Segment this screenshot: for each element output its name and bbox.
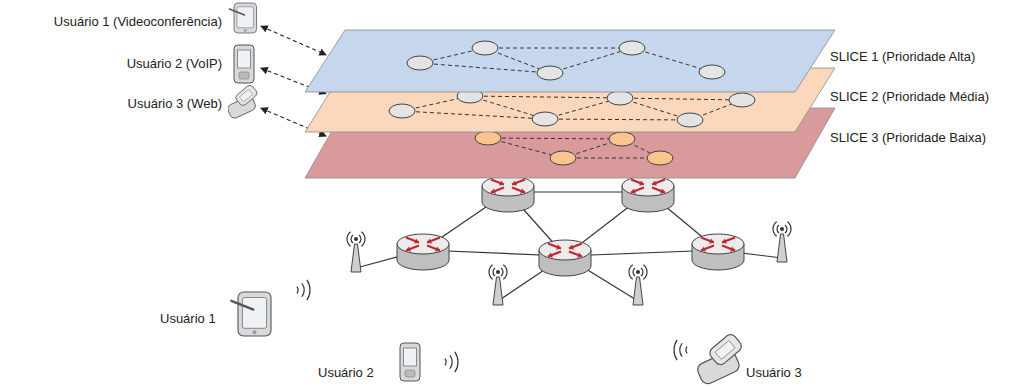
virtual-node (619, 41, 645, 55)
phone-upper (234, 84, 258, 107)
pda-icon (400, 343, 420, 381)
virtual-link (632, 48, 712, 72)
tablet-button (244, 29, 247, 32)
wireless-waves (674, 340, 687, 360)
pda-screen (238, 50, 251, 68)
user-label: Usuário 1 (Videoconferência) (54, 1, 258, 43)
antenna-symbol (489, 265, 507, 305)
virtual-link (402, 111, 545, 119)
virtual-node (389, 104, 415, 118)
router-symbol (692, 234, 744, 270)
virtual-node (475, 131, 501, 145)
tablet-screen (237, 7, 254, 28)
tablet-body (234, 3, 257, 33)
device-icon (228, 1, 258, 43)
virtual-node (537, 66, 563, 80)
virtual-link (488, 138, 622, 139)
stylus (230, 9, 245, 15)
virtual-node (532, 112, 558, 126)
device-icon (228, 83, 258, 125)
pda-screen (404, 348, 417, 366)
tablet-screen (242, 298, 266, 329)
user-label: Usuário 2 (VoIP) (127, 43, 258, 85)
virtual-node (457, 89, 483, 103)
wireless-waves (445, 352, 458, 372)
access-link (261, 26, 326, 55)
phone-screen (239, 89, 252, 102)
user-label: Usuário 1 (160, 311, 216, 327)
virtual-node (607, 91, 633, 105)
virtual-link (485, 48, 632, 49)
user-name: Usuário 3 (Web) (128, 96, 222, 112)
wireless-waves (297, 280, 310, 300)
virtual-link (620, 98, 742, 100)
phone-icon (695, 332, 743, 386)
virtual-link (420, 63, 550, 73)
slice-plane: SLICE 1 (Prioridade Alta) (305, 30, 835, 92)
virtual-node (407, 56, 433, 70)
router-symbol (482, 176, 534, 212)
virtual-link (545, 119, 690, 120)
router-symbol (397, 234, 449, 270)
antenna-symbol (629, 265, 647, 305)
virtual-node (647, 151, 673, 165)
router-symbol (539, 240, 591, 276)
stylus (231, 301, 253, 310)
user-name: Usuário 1 (Videoconferência) (54, 14, 222, 30)
plane-shape (305, 30, 835, 92)
pda-keys (239, 72, 249, 79)
slice-name: SLICE 3 (Prioridade Baixa) (830, 130, 986, 146)
phone-upper (707, 332, 743, 367)
user-label: Usuário 3 (Web) (128, 83, 258, 125)
tablet-body (238, 292, 271, 336)
tablet-button (253, 330, 257, 334)
device-icon (228, 43, 258, 85)
user-label: Usuário 3 (746, 365, 802, 381)
user-name: Usuário 2 (VoIP) (127, 56, 222, 72)
virtual-link (563, 158, 660, 159)
pda-body (400, 343, 420, 381)
router-symbol (622, 176, 674, 212)
slice-name: SLICE 1 (Prioridade Alta) (830, 49, 975, 65)
tablet-icon (231, 292, 271, 336)
virtual-node (677, 113, 703, 127)
antenna-symbol (773, 222, 791, 262)
virtual-node (699, 65, 725, 79)
slice-name: SLICE 2 (Prioridade Média) (830, 89, 989, 105)
virtual-link (550, 48, 632, 73)
antenna-symbol (347, 232, 365, 272)
pda-keys (405, 370, 415, 377)
phone-screen (715, 341, 735, 360)
virtual-node (609, 132, 635, 146)
pda-body (234, 45, 254, 83)
virtual-link (470, 96, 620, 98)
virtual-node (729, 93, 755, 107)
virtual-node (550, 151, 576, 165)
user-label: Usuário 2 (318, 365, 374, 381)
virtual-node (472, 41, 498, 55)
